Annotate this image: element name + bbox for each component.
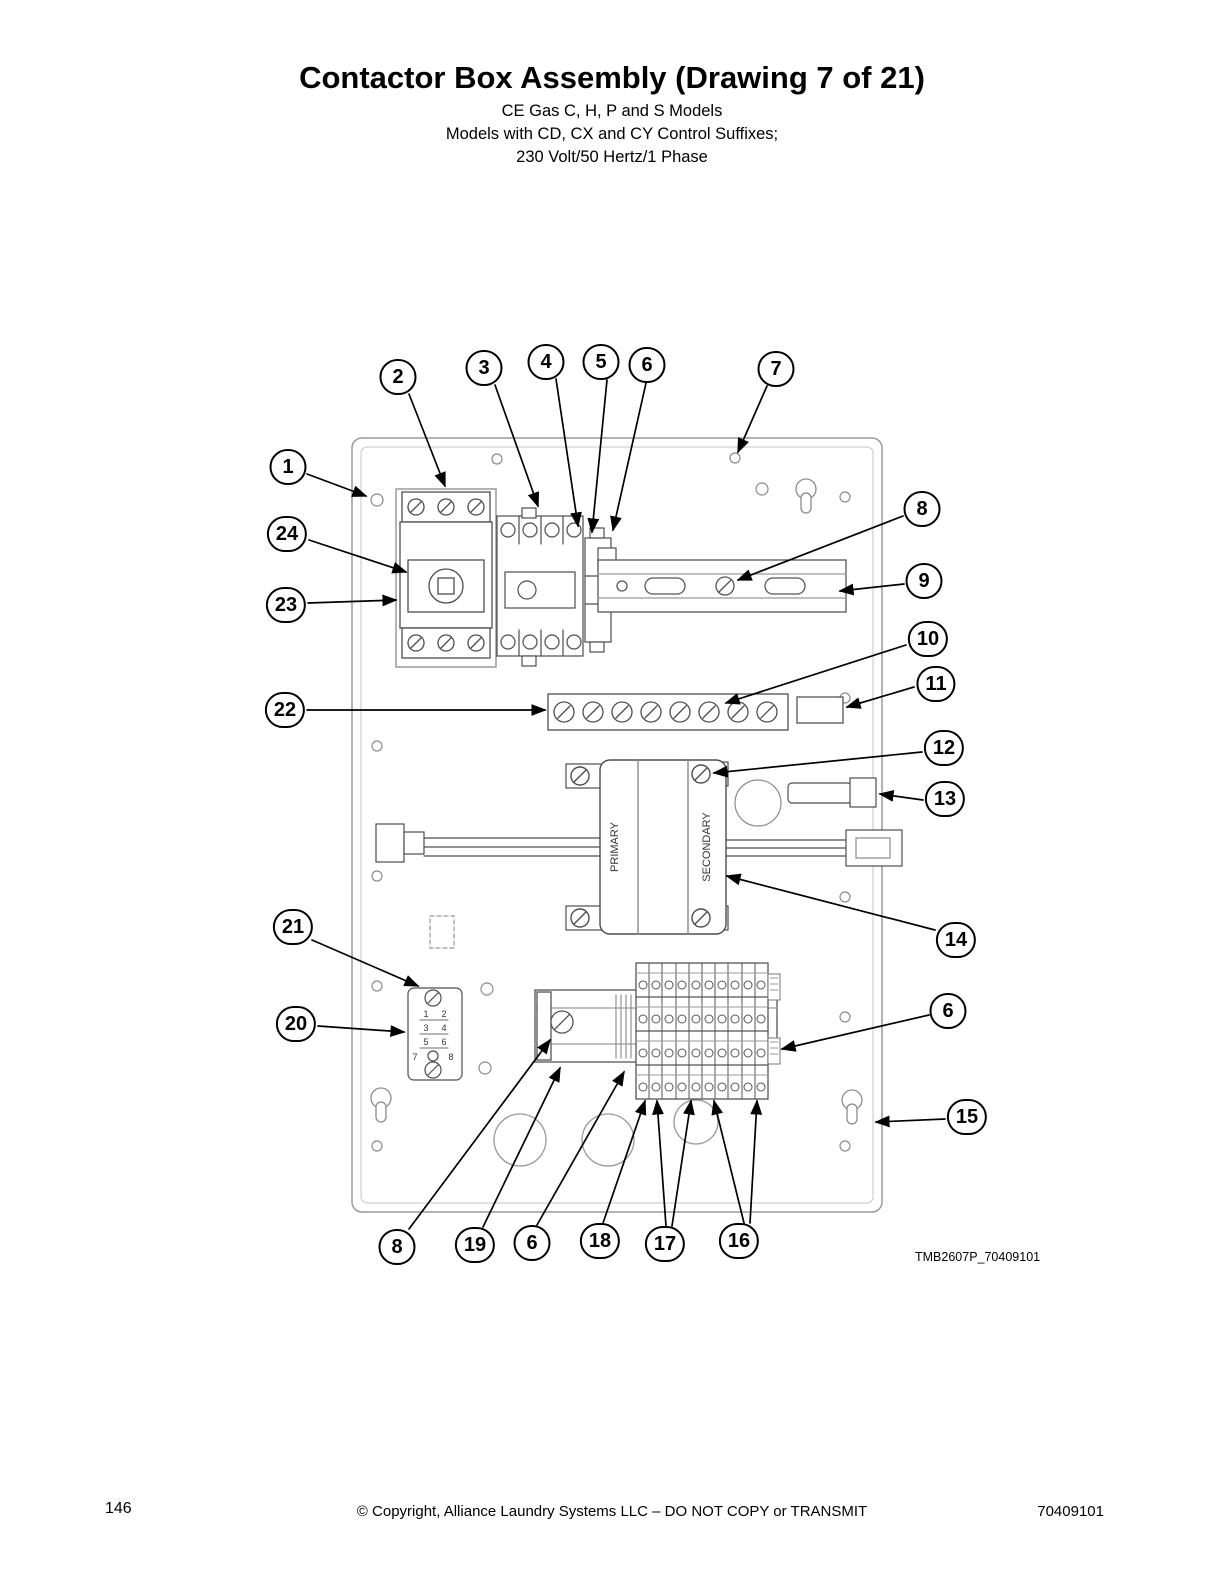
relay-pin-7: 7 — [412, 1052, 417, 1062]
callout-1: 1 — [269, 449, 307, 485]
keyhole-slots — [370, 478, 863, 1125]
drawing-reference-code: TMB2607P_70409101 — [915, 1250, 1041, 1264]
callout-2: 2 — [379, 359, 417, 395]
callout-13: 13 — [924, 781, 966, 817]
callout-24: 24 — [266, 516, 308, 552]
callout-18: 18 — [579, 1223, 621, 1259]
relay-pin-3: 3 — [423, 1023, 428, 1033]
callout-17: 17 — [644, 1226, 686, 1262]
page-title: Contactor Box Assembly (Drawing 7 of 21) — [299, 60, 925, 95]
subtitle-voltage: 230 Volt/50 Hertz/1 Phase — [516, 148, 708, 166]
callout-6-right: 6 — [929, 993, 967, 1029]
callout-8: 8 — [903, 491, 941, 527]
callout-15: 15 — [946, 1099, 988, 1135]
callout-14: 14 — [935, 922, 977, 958]
din-rail-upper — [597, 559, 847, 613]
callout-6: 6 — [628, 347, 666, 383]
contactor-main — [395, 488, 497, 668]
relay-pin-1: 1 — [423, 1009, 428, 1019]
terminal-strip — [547, 693, 789, 731]
callout-16: 16 — [718, 1223, 760, 1259]
relay-pin-4: 4 — [441, 1023, 446, 1033]
callout-12: 12 — [923, 730, 965, 766]
callout-21: 21 — [272, 909, 314, 945]
relay-block: 1 2 3 4 5 6 7 8 — [407, 915, 463, 1081]
callout-20: 20 — [275, 1006, 317, 1042]
relay-pin-8: 8 — [448, 1052, 453, 1062]
page-number: 146 — [105, 1500, 132, 1517]
callout-11: 11 — [916, 666, 956, 702]
transformer-secondary-label: SECONDARY — [701, 812, 713, 882]
contactor-aux — [496, 507, 584, 667]
subtitle-models: CE Gas C, H, P and S Models — [501, 102, 723, 120]
spacer-block — [796, 696, 844, 724]
callout-10: 10 — [907, 621, 949, 657]
document-number: 70409101 — [1037, 1503, 1104, 1520]
wire-harness-left — [375, 823, 601, 863]
callout-5: 5 — [582, 344, 620, 380]
callout-19: 19 — [454, 1227, 496, 1263]
relay-pin-6: 6 — [441, 1037, 446, 1047]
callout-22: 22 — [264, 692, 306, 728]
callout-23: 23 — [265, 587, 307, 623]
callout-8-bottom: 8 — [378, 1229, 416, 1265]
callout-4: 4 — [527, 344, 565, 380]
callout-3: 3 — [465, 350, 503, 386]
panel-screws — [370, 452, 851, 1152]
callout-6-bottom: 6 — [513, 1225, 551, 1261]
fuse-holder — [725, 777, 903, 867]
transformer-primary-label: PRIMARY — [609, 821, 621, 872]
terminal-blocks — [635, 962, 781, 1100]
callout-9: 9 — [905, 563, 943, 599]
relay-pin-2: 2 — [441, 1009, 446, 1019]
copyright-text: © Copyright, Alliance Laundry Systems LL… — [356, 1503, 868, 1520]
subtitle-suffixes: Models with CD, CX and CY Control Suffix… — [445, 125, 779, 143]
callout-7: 7 — [757, 351, 795, 387]
relay-pin-5: 5 — [423, 1037, 428, 1047]
leader-lines — [306, 378, 946, 1230]
